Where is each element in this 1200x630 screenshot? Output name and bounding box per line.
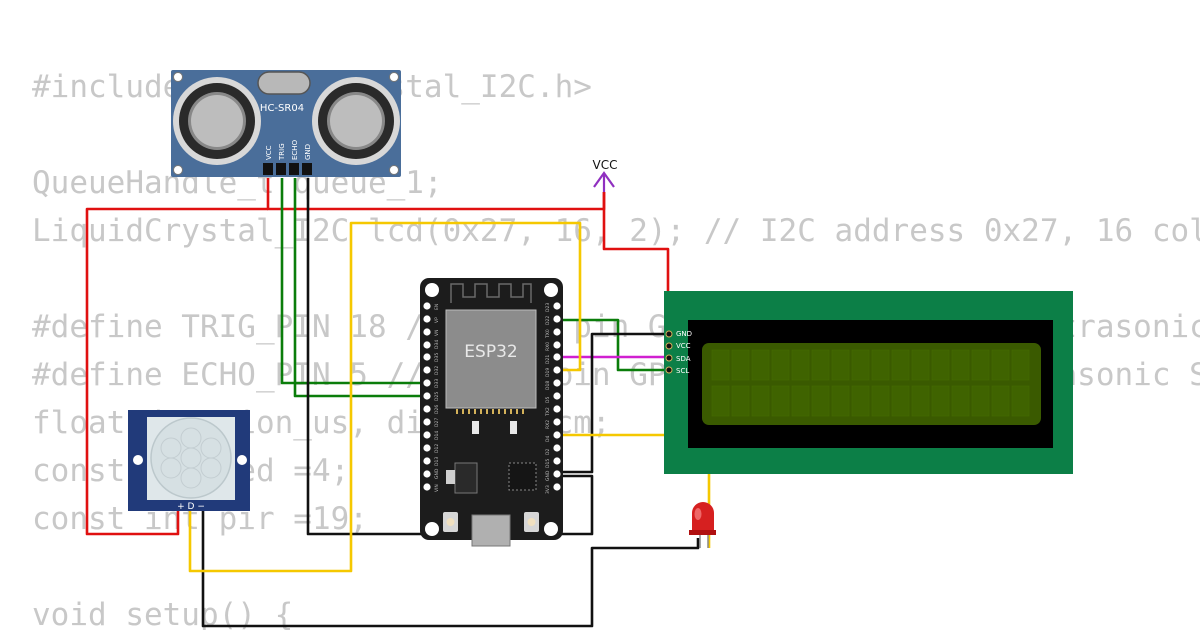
wire-black-us-gnd[interactable] [306, 178, 594, 536]
svg-text:D33: D33 [434, 379, 440, 388]
pir-dome-pattern [160, 427, 222, 489]
esp32-right-header [553, 302, 561, 491]
svg-text:D27: D27 [434, 418, 440, 427]
svg-text:TX2: TX2 [545, 407, 551, 417]
code-line-12: void setup() { [32, 597, 294, 630]
esp32-left-pin-labels: EN VP VN D34 D35 D32 D33 D25 D26 D27 D14… [434, 304, 440, 492]
hc-sr04-label: HC-SR04 [260, 103, 304, 114]
hc-sr04-pin-headers [263, 163, 312, 175]
svg-text:TX0: TX0 [545, 329, 551, 339]
svg-text:D12: D12 [434, 444, 440, 453]
pir-motion-sensor[interactable]: + D − [128, 410, 250, 512]
svg-text:GND: GND [545, 470, 551, 481]
svg-text:D22: D22 [545, 316, 551, 325]
esp32-label: ESP32 [464, 342, 517, 362]
transducer-right [312, 77, 400, 165]
wires [85, 178, 711, 628]
wire-black-lcd-gnd[interactable] [557, 332, 668, 474]
lcd-character-cells [711, 349, 1030, 417]
lcd-pin-labels: GND VCC SDA SCL [676, 330, 692, 375]
svg-text:D13: D13 [434, 457, 440, 466]
esp32-left-header [423, 302, 431, 491]
wire-green-scl[interactable] [557, 318, 668, 372]
pin-label-vcc: VCC [265, 145, 273, 160]
code-line-4: LiquidCrystal_I2C lcd(0x27, 16, 2); // I… [32, 213, 1200, 249]
pin-label-echo: ECHO [291, 139, 299, 160]
svg-text:D15: D15 [545, 459, 551, 468]
lcd-pin-scl: SCL [676, 367, 689, 375]
svg-text:3V3: 3V3 [545, 485, 551, 494]
svg-text:D18: D18 [545, 381, 551, 390]
svg-text:RX0: RX0 [545, 342, 551, 351]
wire-yellow-pir[interactable] [188, 221, 582, 573]
svg-text:D35: D35 [434, 353, 440, 362]
svg-text:D4: D4 [545, 436, 551, 442]
svg-text:D25: D25 [434, 392, 440, 401]
svg-text:EN: EN [434, 304, 440, 310]
svg-text:D26: D26 [434, 405, 440, 414]
lcd-pins [665, 329, 674, 378]
wire-red-vcc[interactable] [266, 178, 606, 211]
vcc-power-symbol[interactable]: VCC [593, 158, 618, 192]
lcd-pin-sda: SDA [676, 355, 691, 363]
pin-label-gnd: GND [304, 144, 312, 160]
pin-label-trig: TRIG [278, 143, 286, 161]
svg-text:RX2: RX2 [545, 420, 551, 429]
hc-sr04-sensor[interactable]: HC-SR04 VCC TRIG ECHO GND [171, 70, 401, 177]
esp32-devkit[interactable]: ESP32 [420, 278, 563, 547]
hc-sr04-pin-labels: VCC TRIG ECHO GND [265, 139, 312, 161]
svg-text:D21: D21 [545, 355, 551, 364]
svg-text:D5: D5 [545, 397, 551, 403]
esp32-right-pin-labels: D23 D22 TX0 RX0 D21 D19 D18 D5 TX2 RX2 D… [545, 303, 551, 494]
wire-black-pir-gnd[interactable] [201, 510, 700, 628]
lcd-1602-i2c[interactable]: GND VCC SDA SCL [664, 291, 1073, 474]
svg-text:D34: D34 [434, 340, 440, 349]
lcd-pin-gnd: GND [676, 330, 692, 338]
transducer-left [173, 77, 261, 165]
svg-text:D19: D19 [545, 368, 551, 377]
svg-text:D14: D14 [434, 431, 440, 440]
svg-text:VN: VN [434, 330, 440, 336]
svg-text:VIN: VIN [434, 484, 440, 492]
wire-red-lcd-vcc[interactable] [602, 192, 670, 346]
pir-pin-labels: + D − [177, 502, 205, 512]
svg-text:VP: VP [434, 317, 440, 323]
red-led[interactable] [689, 502, 716, 548]
svg-text:D32: D32 [434, 366, 440, 375]
svg-text:D2: D2 [545, 449, 551, 455]
vcc-label: VCC [593, 158, 618, 172]
svg-text:GND: GND [434, 468, 440, 479]
lcd-pin-vcc: VCC [676, 342, 691, 350]
svg-text:D23: D23 [545, 303, 551, 312]
wire-red-pir[interactable] [85, 207, 268, 536]
